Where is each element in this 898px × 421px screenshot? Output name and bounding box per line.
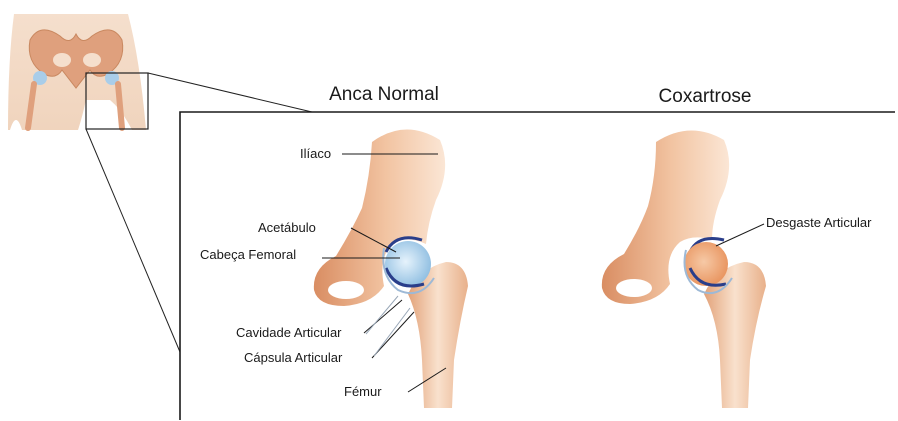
label-desgaste-articular: Desgaste Articular — [766, 215, 872, 230]
capsule-leader-lines — [366, 296, 410, 356]
label-cabeca-femoral: Cabeça Femoral — [200, 247, 296, 262]
pelvis-thumbnail — [8, 14, 146, 130]
arthrosis-hip-illustration — [602, 130, 766, 408]
label-capsula-articular: Cápsula Articular — [244, 350, 343, 365]
normal-hip-illustration — [314, 129, 468, 408]
label-cavidade-articular: Cavidade Articular — [236, 325, 342, 340]
title-arthrosis: Coxartrose — [659, 86, 752, 107]
label-femur: Fémur — [344, 384, 382, 399]
zoom-line-top — [148, 73, 312, 112]
label-iliaco: Ilíaco — [300, 146, 331, 161]
detail-frame — [180, 112, 895, 420]
label-acetabulo: Acetábulo — [258, 220, 316, 235]
zoom-line-bottom — [86, 129, 180, 352]
title-normal: Anca Normal — [329, 84, 439, 105]
